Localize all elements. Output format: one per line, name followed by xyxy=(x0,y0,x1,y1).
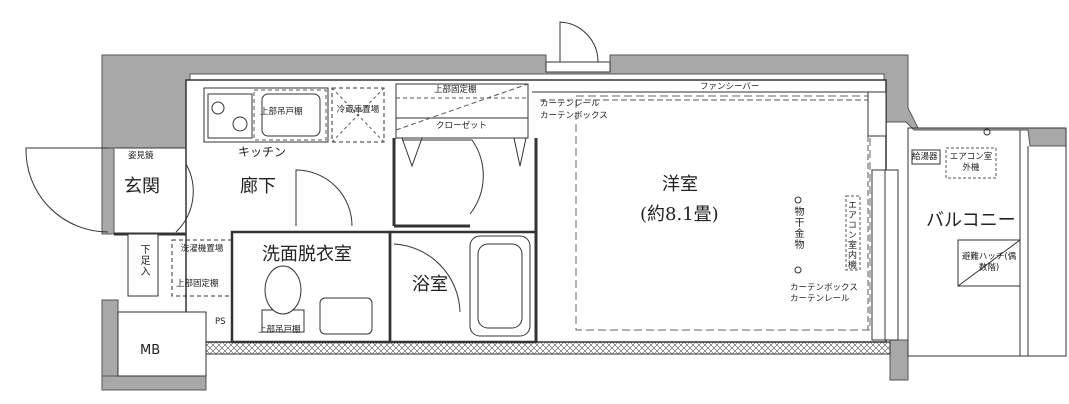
hatch-diag xyxy=(957,239,1021,287)
hatch-box xyxy=(957,239,1021,287)
floor-slab xyxy=(205,341,891,355)
bathtub xyxy=(469,235,531,337)
upper-cabinet-kitchen-label: 上部吊戸棚 xyxy=(260,107,303,117)
room-dashed-outline xyxy=(575,95,871,331)
closet-diag xyxy=(395,83,529,131)
toilet-bowl xyxy=(264,265,302,315)
fridge-space xyxy=(331,87,385,143)
hanger-bottom xyxy=(794,266,802,274)
right-column xyxy=(867,91,887,137)
stove xyxy=(207,93,253,139)
curtain-box-bottom-label: カーテンボックス xyxy=(790,283,858,293)
shoe-box xyxy=(127,233,159,297)
burner-1 xyxy=(211,101,225,115)
refrigerator-label: 冷蔵庫置場 xyxy=(336,105,380,115)
curtain-rail-top-label: カーテンレール xyxy=(540,99,600,109)
water-heater-box xyxy=(911,149,941,165)
room-balcony-label: バルコニー xyxy=(926,210,1016,231)
fancy-bar-label: ファンシーバー xyxy=(700,82,760,92)
aircon-outdoor-box xyxy=(945,147,997,179)
drain xyxy=(983,128,991,136)
entrance-door xyxy=(25,147,109,233)
mb-side-wall xyxy=(101,299,119,389)
top-window-door-swing xyxy=(559,21,599,63)
curtain-rail-bottom-label: カーテンレール xyxy=(790,294,850,304)
room-kitchen-label: キッチン xyxy=(238,145,287,159)
upper-cabinet-washroom-label: 上部吊戸棚 xyxy=(258,325,301,335)
room-washroom-label: 洗面脱衣室 xyxy=(262,244,352,265)
shoe-box-label: 下足入 xyxy=(138,244,149,277)
aircon-indoor-box xyxy=(845,195,861,271)
hatch-label: 避難ハッチ(偶数階) xyxy=(961,252,1017,273)
balcony-outline xyxy=(907,127,1067,357)
washer-label: 洗濯機置場 xyxy=(180,244,224,254)
corridor-door-swing xyxy=(295,169,353,227)
mb-bottom-wall xyxy=(101,375,207,391)
closet-door-left xyxy=(401,137,423,168)
burner-2 xyxy=(232,116,248,132)
room-bath-label: 浴室 xyxy=(412,274,448,295)
upper-fixed-shelf-washroom-label: 上部固定棚 xyxy=(176,279,219,289)
bathtub-inner xyxy=(477,243,523,329)
closet-door-right xyxy=(513,137,527,167)
ps-label: PS xyxy=(215,317,226,327)
aircon-indoor-label: エアコン室内機 xyxy=(846,200,856,270)
entrance-inner-door xyxy=(175,163,194,233)
mb-label: MB xyxy=(140,343,161,358)
closet-box xyxy=(395,83,529,139)
clothes-hanger-label: 物干金物 xyxy=(792,206,803,250)
closet-label: クローゼット xyxy=(436,121,488,131)
hanger-top xyxy=(794,196,802,204)
fridge-cross xyxy=(331,87,385,143)
bath-door-swing xyxy=(393,243,461,313)
upper-cabinet-dashed xyxy=(253,89,327,141)
entrance-wall xyxy=(101,147,115,235)
washer-area xyxy=(171,239,233,297)
bathroom-area xyxy=(388,230,538,344)
room-western-label: 洋室 xyxy=(662,174,698,195)
room-corridor-label: 廊下 xyxy=(240,176,276,197)
mb-box xyxy=(117,311,207,377)
water-heater-label: 給湯器 xyxy=(912,152,938,162)
upper-fixed-shelf-label: 上部固定棚 xyxy=(434,85,477,95)
mirror-label: 姿見鏡 xyxy=(128,151,154,161)
room-entrance-label: 玄関 xyxy=(124,176,160,197)
top-window xyxy=(545,61,611,73)
room-western-size: (約8.1畳) xyxy=(640,204,719,225)
right-wall-stub xyxy=(889,339,909,381)
sink xyxy=(261,93,321,137)
wash-basin xyxy=(319,297,373,335)
curtain-box-top-label: カーテンボックス xyxy=(540,111,608,121)
closet-door-swing xyxy=(402,139,484,215)
aircon-outdoor-label: エアコン室外機 xyxy=(949,152,993,173)
